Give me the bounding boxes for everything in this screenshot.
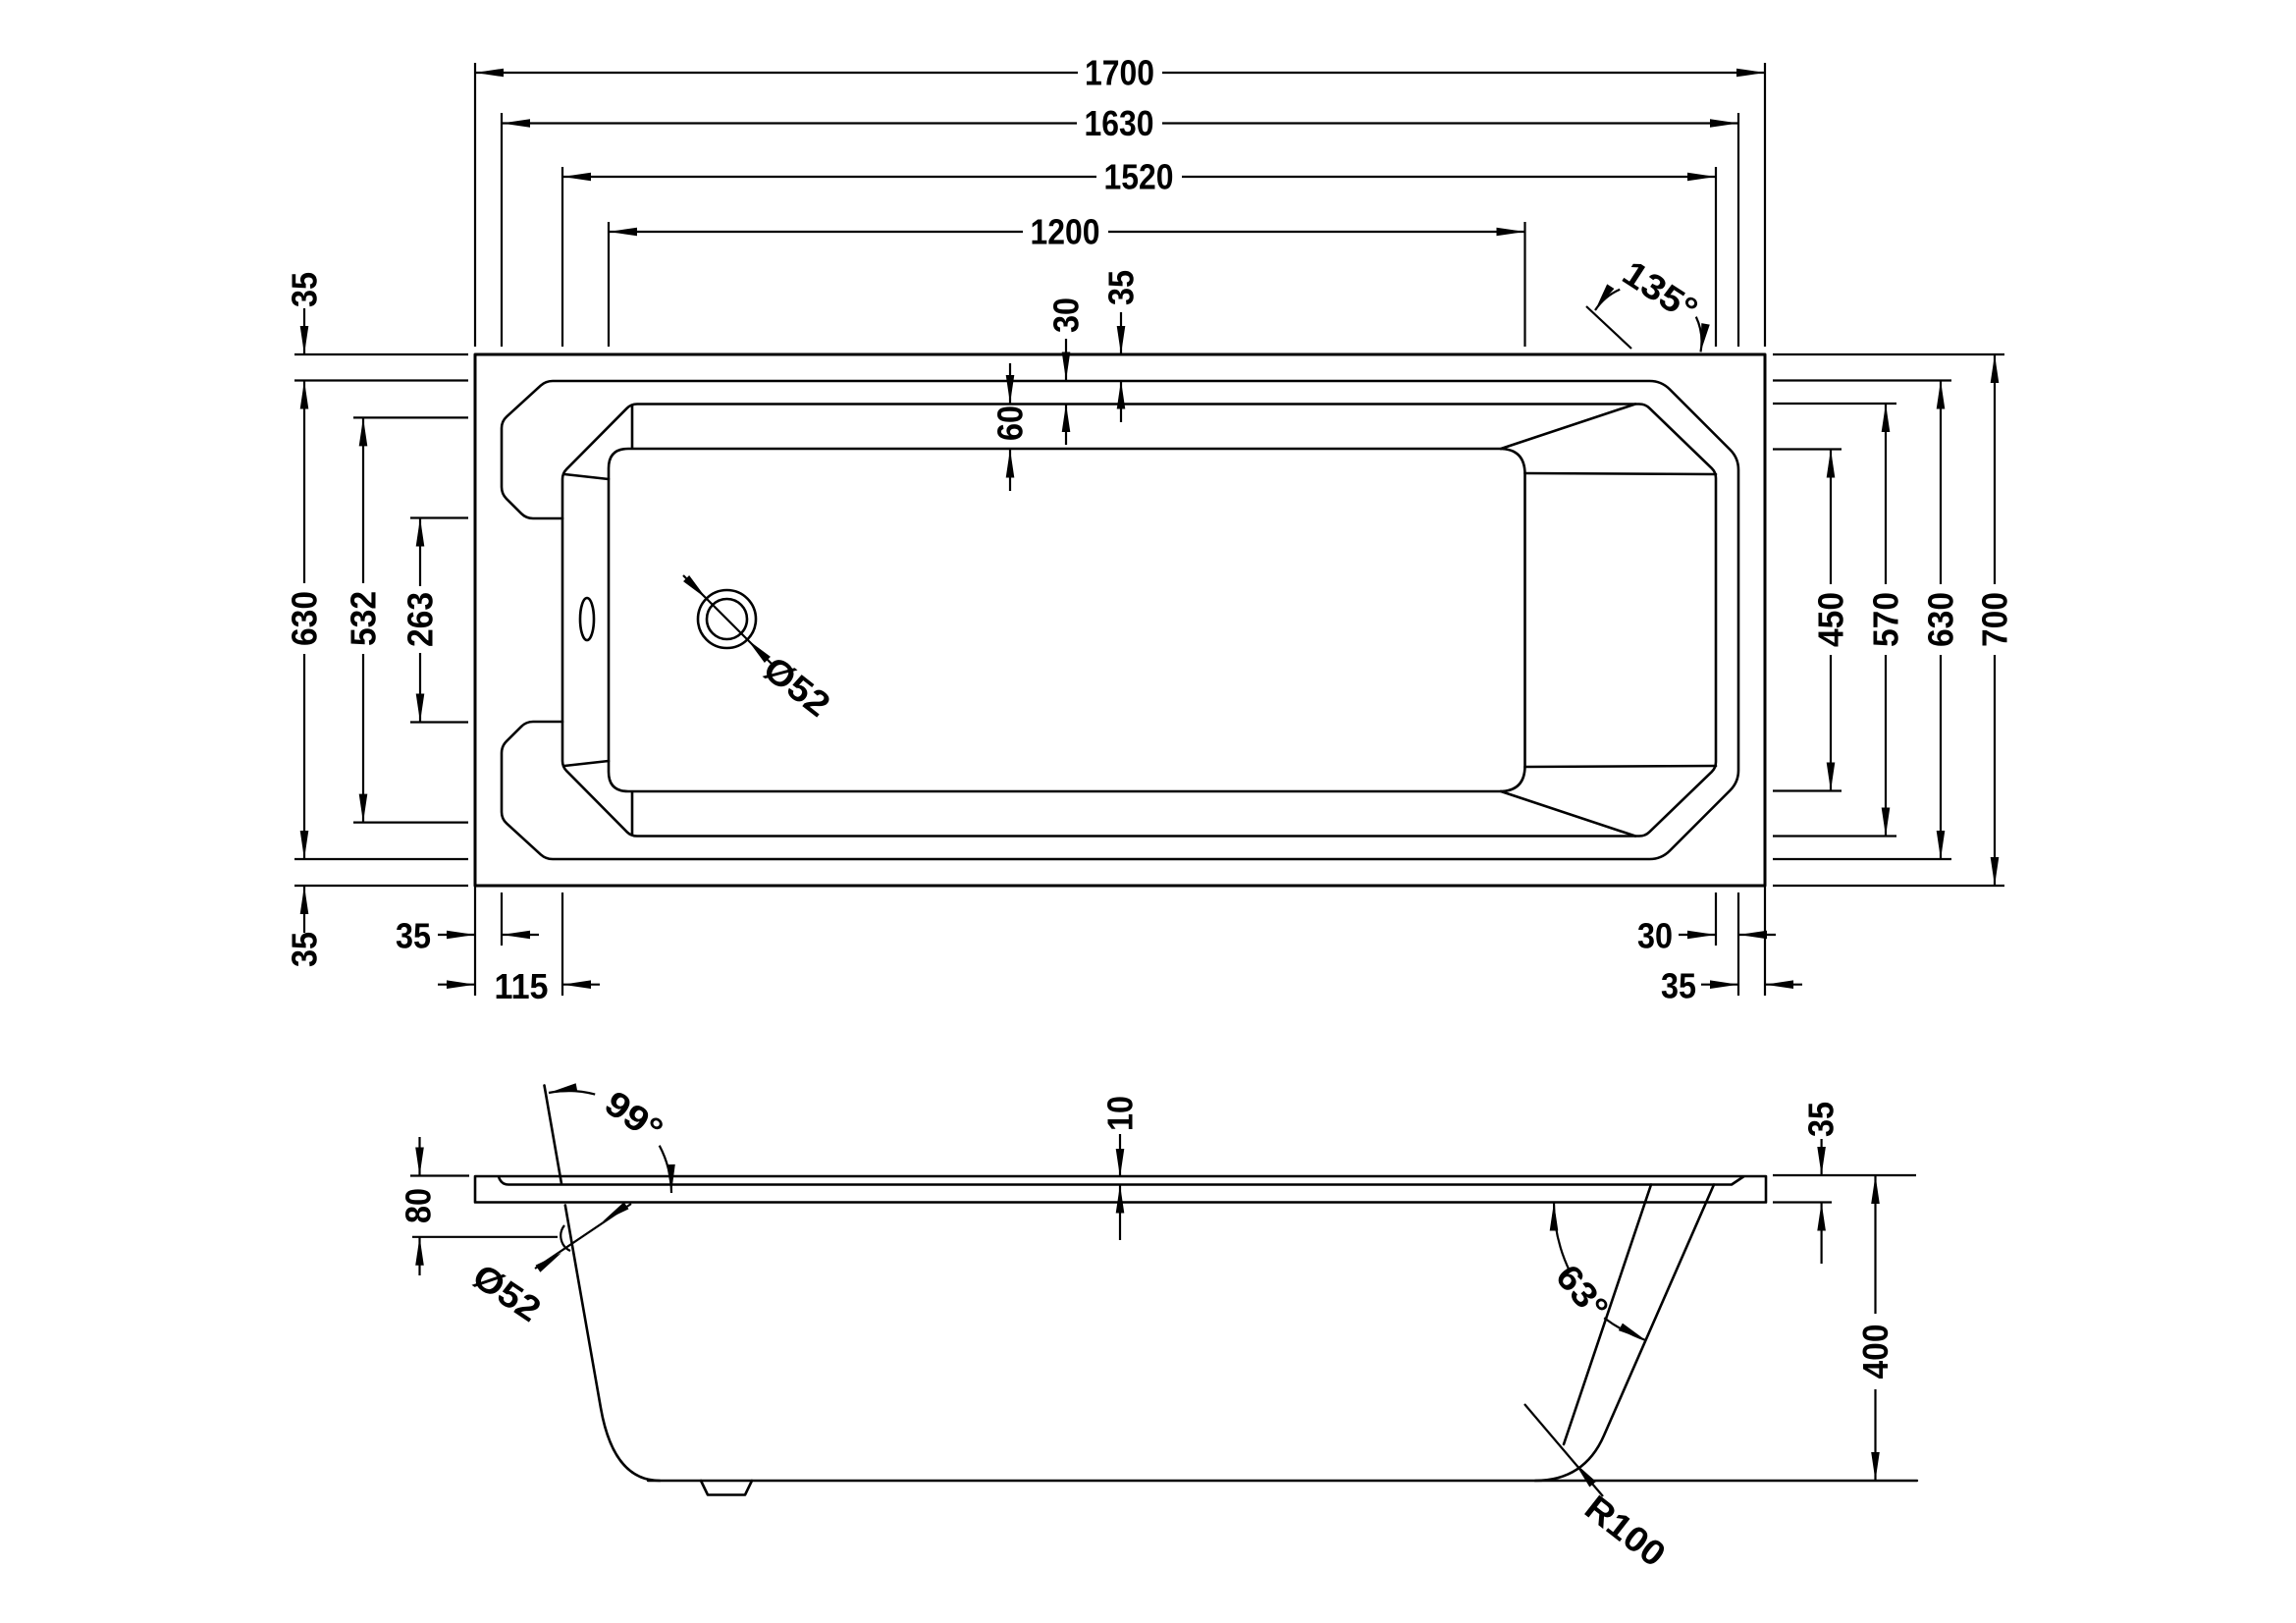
svg-text:263: 263	[400, 592, 441, 647]
svg-text:35: 35	[1101, 270, 1142, 305]
svg-text:450: 450	[1811, 592, 1851, 647]
svg-text:630: 630	[285, 591, 325, 646]
svg-text:10: 10	[1100, 1096, 1141, 1131]
svg-text:35: 35	[285, 932, 325, 967]
svg-text:115: 115	[495, 966, 549, 1006]
svg-text:99°: 99°	[598, 1082, 670, 1150]
svg-text:1700: 1700	[1085, 53, 1154, 93]
svg-text:30: 30	[1046, 298, 1087, 333]
svg-text:135°: 135°	[1616, 252, 1705, 330]
svg-text:30: 30	[1637, 916, 1673, 956]
svg-text:80: 80	[399, 1188, 439, 1223]
svg-text:60: 60	[990, 406, 1031, 441]
svg-text:1520: 1520	[1104, 157, 1174, 197]
svg-text:570: 570	[1866, 592, 1906, 647]
svg-text:400: 400	[1855, 1325, 1896, 1380]
svg-text:700: 700	[1975, 592, 2015, 647]
svg-text:532: 532	[344, 591, 384, 646]
svg-text:35: 35	[1661, 966, 1696, 1006]
svg-text:1200: 1200	[1031, 212, 1100, 252]
svg-text:R100: R100	[1577, 1488, 1674, 1575]
svg-text:630: 630	[1921, 592, 1961, 647]
svg-text:35: 35	[396, 916, 431, 956]
svg-text:1630: 1630	[1085, 103, 1154, 143]
svg-text:35: 35	[1801, 1102, 1842, 1137]
svg-text:35: 35	[285, 272, 325, 307]
